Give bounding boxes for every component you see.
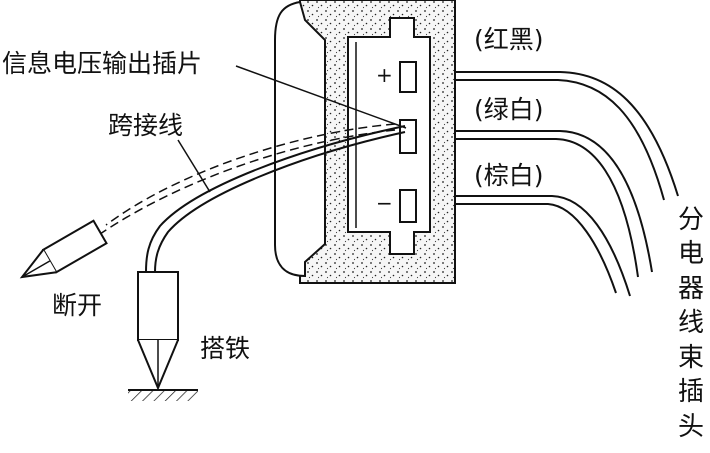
harness-plug-char: 电 bbox=[678, 239, 704, 269]
jumper-wire-label: 跨接线 bbox=[108, 111, 183, 140]
jumper-wire-grounded bbox=[145, 125, 406, 273]
open-label: 断开 bbox=[52, 291, 102, 320]
signal-blade-label: 信息电压输出插片 bbox=[2, 49, 202, 78]
harness-plug-char: 线 bbox=[678, 308, 704, 338]
harness-plug-label: 分 电 器 线 束 插 头 bbox=[678, 205, 704, 442]
harness-plug-char: 头 bbox=[678, 412, 704, 442]
minus-sign: − bbox=[376, 191, 393, 215]
ground-label: 搭铁 bbox=[200, 334, 250, 363]
harness-plug-char: 分 bbox=[678, 205, 704, 235]
ground-symbol bbox=[128, 389, 198, 401]
harness-wires bbox=[455, 71, 679, 297]
ground-probe bbox=[137, 271, 179, 391]
signal-terminal bbox=[399, 119, 417, 154]
wire-color-top-label: (红黑) bbox=[474, 25, 544, 54]
jumper-wire-leader bbox=[177, 139, 211, 193]
harness-plug-char: 器 bbox=[678, 274, 704, 304]
open-probe bbox=[19, 219, 108, 279]
harness-plug-char: 插 bbox=[678, 377, 704, 407]
wire-color-mid-label: (绿白) bbox=[474, 95, 544, 124]
plus-sign: + bbox=[376, 63, 393, 87]
signal-blade-leader bbox=[235, 65, 407, 129]
harness-plug-char: 束 bbox=[678, 343, 704, 373]
jumper-wire-open bbox=[99, 123, 396, 235]
positive-terminal bbox=[399, 61, 417, 93]
wire-color-bottom-label: (棕白) bbox=[474, 161, 544, 190]
negative-terminal bbox=[399, 189, 417, 223]
